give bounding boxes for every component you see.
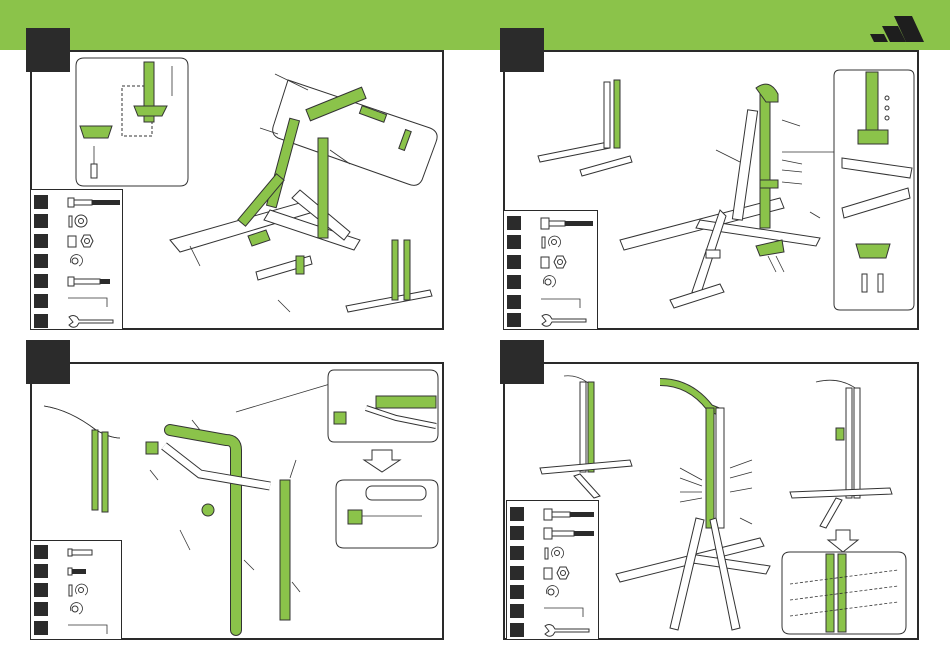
part-row bbox=[504, 311, 597, 329]
part-number-badge bbox=[507, 216, 521, 230]
wrench-icon bbox=[540, 312, 594, 328]
step-1-parts-list bbox=[30, 189, 123, 330]
part-row bbox=[504, 233, 597, 251]
step-2-zoom-callout bbox=[832, 68, 916, 312]
part-number-badge bbox=[510, 585, 524, 599]
part-row bbox=[31, 272, 122, 290]
part-number-badge bbox=[34, 254, 48, 268]
lock-washer-icon bbox=[540, 234, 580, 250]
part-number-badge bbox=[34, 545, 48, 559]
part-number-badge bbox=[507, 255, 521, 269]
part-number-badge bbox=[34, 274, 48, 288]
wrench-icon bbox=[67, 313, 121, 329]
part-number-badge bbox=[510, 546, 524, 560]
part-row bbox=[31, 581, 121, 599]
lock-washer-icon bbox=[543, 545, 583, 561]
part-row bbox=[507, 621, 598, 639]
bolt-long-icon bbox=[543, 525, 597, 541]
bolt-long-icon bbox=[543, 506, 597, 522]
part-number-badge bbox=[34, 583, 48, 597]
part-row bbox=[31, 232, 122, 250]
part-row bbox=[31, 312, 122, 330]
part-number-badge bbox=[507, 295, 521, 309]
part-row bbox=[31, 252, 122, 270]
part-number-badge bbox=[510, 566, 524, 580]
part-number-badge bbox=[510, 507, 524, 521]
wrench-icon bbox=[543, 622, 597, 638]
part-number-badge bbox=[34, 314, 48, 328]
arrow-down-icon bbox=[364, 450, 400, 472]
nut-icon bbox=[543, 565, 583, 581]
step-4-parts-list bbox=[506, 500, 599, 640]
step-2-parts-list bbox=[503, 210, 598, 330]
part-row bbox=[31, 212, 122, 230]
step-4-zoom-callout bbox=[780, 530, 908, 634]
part-number-badge bbox=[34, 234, 48, 248]
part-row bbox=[507, 524, 598, 542]
part-row bbox=[31, 292, 122, 310]
part-row bbox=[31, 562, 121, 580]
part-number-badge bbox=[507, 275, 521, 289]
part-row bbox=[507, 583, 598, 601]
allen-key-icon bbox=[67, 293, 121, 309]
washer-icon bbox=[67, 213, 107, 229]
part-number-badge bbox=[510, 604, 524, 618]
allen-key-icon bbox=[67, 620, 121, 636]
lock-washer-icon bbox=[67, 253, 107, 269]
bolt-long-icon bbox=[67, 544, 121, 560]
part-number-badge bbox=[507, 313, 521, 327]
part-row bbox=[504, 293, 597, 311]
part-row bbox=[504, 253, 597, 271]
part-number-badge bbox=[34, 195, 48, 209]
header-bar bbox=[0, 0, 950, 50]
bolt-short-icon bbox=[67, 563, 121, 579]
arrow-down-icon bbox=[828, 530, 858, 552]
part-number-badge bbox=[510, 623, 524, 637]
part-row bbox=[507, 564, 598, 582]
bolt-long-icon bbox=[540, 215, 594, 231]
step-1-frame-diagram bbox=[160, 60, 440, 320]
part-row bbox=[31, 193, 122, 211]
part-row bbox=[31, 619, 121, 637]
lock-washer-icon bbox=[540, 274, 580, 290]
lock-washer-icon bbox=[67, 601, 107, 617]
part-number-badge bbox=[34, 564, 48, 578]
step-1-badge bbox=[26, 28, 70, 72]
part-number-badge bbox=[34, 621, 48, 635]
allen-key-icon bbox=[543, 603, 597, 619]
lock-washer-icon bbox=[67, 582, 107, 598]
part-number-badge bbox=[34, 294, 48, 308]
part-row bbox=[31, 543, 121, 561]
part-row bbox=[31, 600, 121, 618]
part-number-badge bbox=[34, 214, 48, 228]
part-number-badge bbox=[510, 526, 524, 540]
nut-icon bbox=[67, 233, 107, 249]
part-row bbox=[504, 214, 597, 232]
bolt-long-icon bbox=[67, 194, 121, 210]
step-3-zoom-callout bbox=[326, 368, 440, 548]
allen-key-icon bbox=[540, 294, 594, 310]
part-row bbox=[507, 544, 598, 562]
bolt-long-icon bbox=[67, 273, 121, 289]
step-3-parts-list bbox=[30, 540, 122, 640]
three-stripes-logo-icon bbox=[870, 12, 928, 42]
nut-icon bbox=[540, 254, 580, 270]
part-number-badge bbox=[507, 235, 521, 249]
part-row bbox=[507, 602, 598, 620]
part-row bbox=[504, 273, 597, 291]
lock-washer-icon bbox=[543, 584, 583, 600]
part-number-badge bbox=[34, 602, 48, 616]
part-row bbox=[507, 505, 598, 523]
